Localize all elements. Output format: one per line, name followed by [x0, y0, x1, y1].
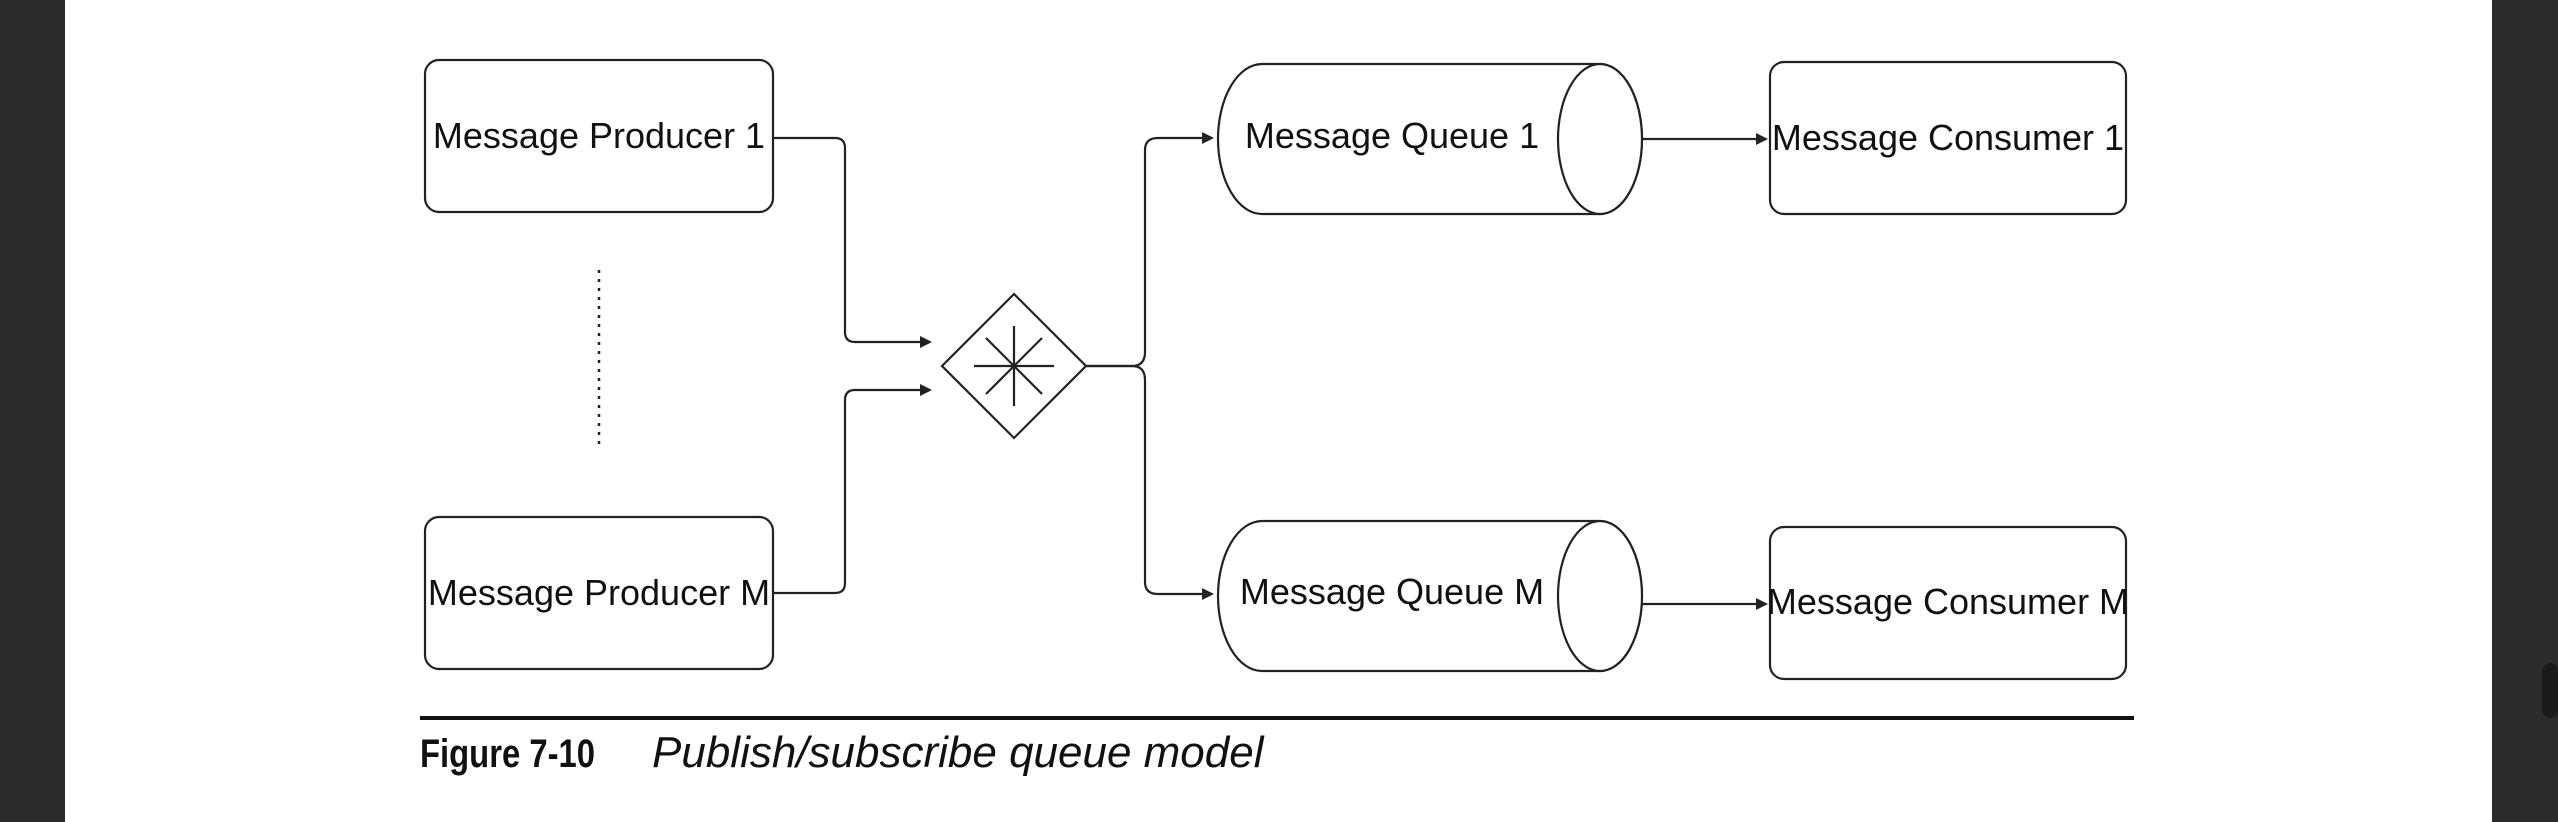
- producer-label-1: Message Producer 1: [433, 115, 765, 156]
- connector-producer-1-to-router: [773, 136, 932, 348]
- queue-node-m: Message Queue M: [1216, 519, 1644, 673]
- producer-node-m: Message Producer M: [423, 515, 775, 671]
- consumer-label-1: Message Consumer 1: [1772, 117, 2124, 158]
- producer-node-1: Message Producer 1: [423, 58, 775, 214]
- consumer-node-m: Message Consumer M: [1767, 525, 2129, 681]
- connector-producer-m-to-router: [773, 384, 932, 595]
- queue-node-1: Message Queue 1: [1216, 62, 1644, 216]
- scrollbar-thumb[interactable]: [2542, 663, 2558, 718]
- connector-router-to-queue-1: [1086, 132, 1214, 368]
- figure-title: Publish/subscribe queue model: [652, 728, 1264, 777]
- connector-router-to-queue-m: [1086, 364, 1214, 600]
- queue-label-m: Message Queue M: [1240, 571, 1544, 612]
- figure-caption: Figure 7-10 Publish/subscribe queue model: [420, 728, 1264, 788]
- consumer-label-m: Message Consumer M: [1767, 581, 2129, 622]
- figure-number: Figure 7-10: [420, 732, 595, 776]
- consumer-node-1: Message Consumer 1: [1768, 60, 2128, 216]
- producer-label-m: Message Producer M: [428, 572, 770, 613]
- caption-rule: [420, 716, 2134, 720]
- queue-label-1: Message Queue 1: [1245, 115, 1539, 156]
- asterisk-diamond-icon: [940, 292, 1088, 440]
